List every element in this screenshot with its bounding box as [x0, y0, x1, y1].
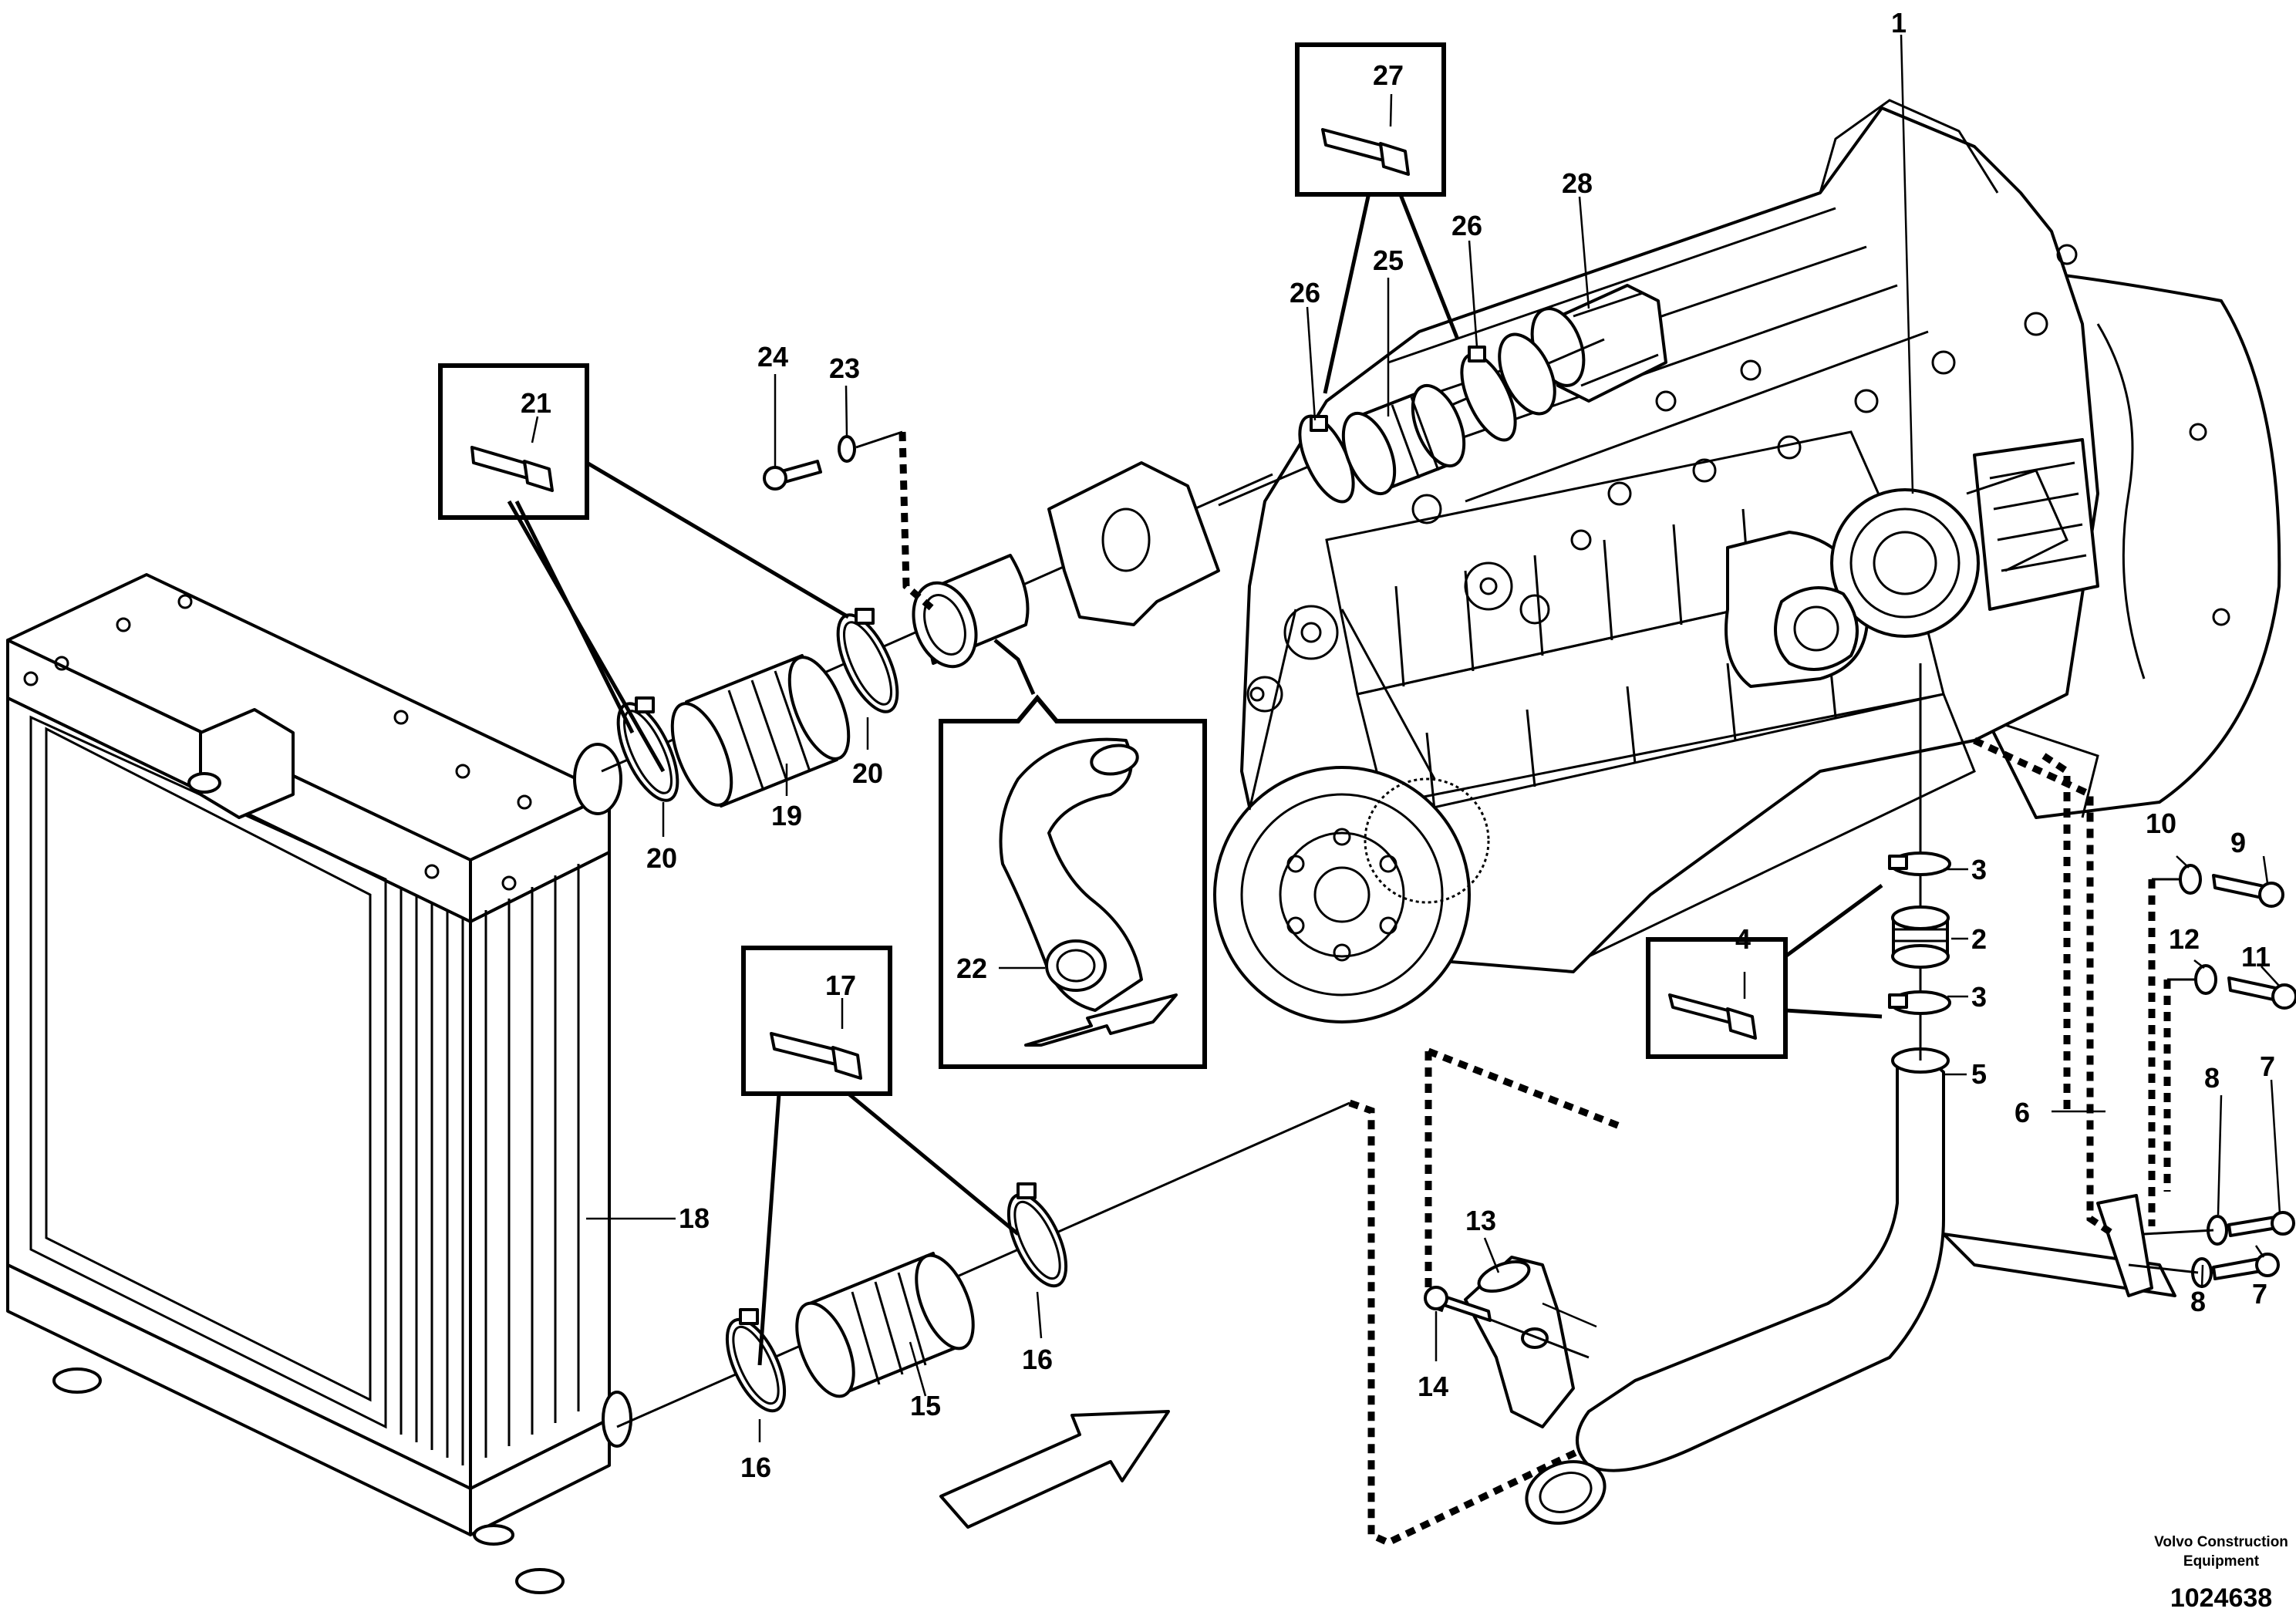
callout-18: 18	[679, 1202, 710, 1234]
callout-27: 27	[1373, 59, 1404, 91]
coupling-group	[1888, 663, 1951, 1061]
callout-23: 23	[829, 352, 860, 384]
callout-labels: 1 2 3 3 4 5 6 7 7 8 8 9 10 11 12 13 14 1…	[521, 7, 2275, 1483]
detail-box-bolt-21	[438, 363, 850, 773]
callout-9: 9	[2230, 827, 2246, 858]
callout-19: 19	[771, 800, 802, 831]
lower-pipe-group	[1525, 737, 2296, 1525]
callout-10: 10	[2146, 808, 2176, 839]
callout-25: 25	[1373, 244, 1404, 276]
callout-7-upper: 7	[2260, 1050, 2275, 1082]
callout-5: 5	[1971, 1058, 1987, 1090]
footer: Volvo Construction Equipment 1024638	[2154, 1534, 2288, 1613]
drawing-number: 1024638	[2170, 1583, 2272, 1613]
lower-hose-group	[616, 1099, 1583, 1546]
detail-box-hose-22	[939, 639, 1207, 1069]
callout-7-lower: 7	[2252, 1278, 2267, 1310]
callout-22: 22	[956, 953, 987, 984]
upper-hose-group	[601, 430, 1273, 808]
callout-26-left: 26	[1290, 277, 1320, 309]
callout-17: 17	[825, 969, 856, 1001]
callout-8-upper: 8	[2204, 1062, 2220, 1094]
callout-3-lower: 3	[1971, 981, 1987, 1013]
callout-3-upper: 3	[1971, 854, 1987, 885]
callout-16-left: 16	[740, 1452, 771, 1483]
callout-20-right: 20	[852, 757, 883, 789]
callout-13: 13	[1465, 1205, 1496, 1236]
callout-28: 28	[1562, 167, 1593, 199]
callout-2: 2	[1971, 923, 1987, 955]
callout-1: 1	[1891, 7, 1907, 39]
radiator-assembly	[6, 573, 632, 1594]
callout-20-left: 20	[646, 842, 677, 874]
callout-4: 4	[1735, 923, 1751, 955]
callout-8-lower: 8	[2190, 1286, 2206, 1317]
engine-assembly	[1213, 99, 2281, 1023]
bracket-group	[1424, 1047, 1621, 1428]
leader-lines	[586, 34, 2281, 1442]
callout-15: 15	[910, 1390, 941, 1421]
detail-box-bolt-4	[1646, 883, 1883, 1059]
callout-14: 14	[1418, 1371, 1448, 1402]
callout-16-right: 16	[1022, 1344, 1053, 1375]
callout-11: 11	[2241, 941, 2271, 973]
callout-21: 21	[521, 387, 551, 419]
company-name: Volvo Construction	[2154, 1534, 2288, 1550]
detail-box-bolt-27	[1295, 42, 1460, 394]
callout-26-right: 26	[1451, 210, 1482, 241]
callout-6: 6	[2014, 1097, 2030, 1128]
flow-arrow	[939, 1410, 1170, 1529]
detail-box-bolt-17	[741, 946, 1020, 1366]
callout-24: 24	[757, 341, 788, 373]
callout-12: 12	[2169, 923, 2200, 955]
company-name-line2: Equipment	[2183, 1553, 2260, 1570]
